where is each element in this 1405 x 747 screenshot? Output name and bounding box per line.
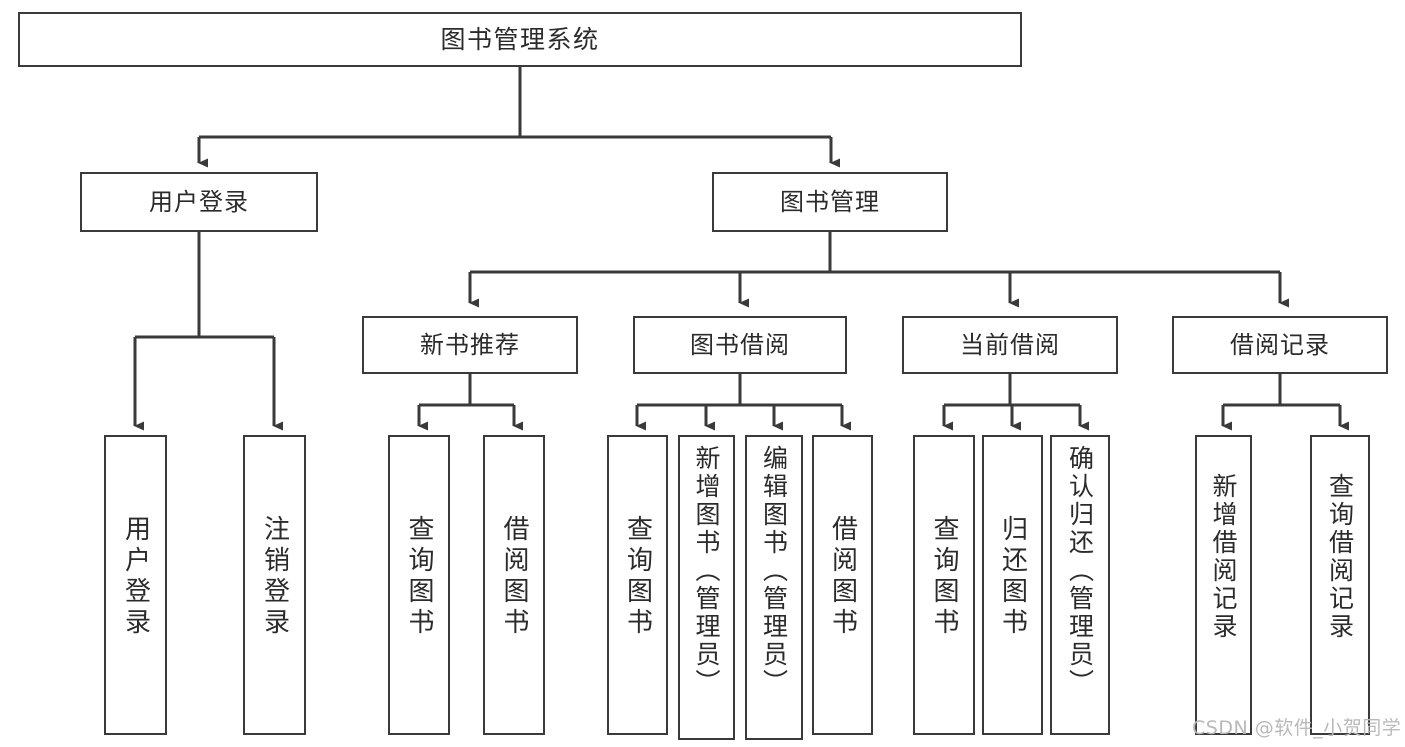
node-label: 用户登录 — [149, 187, 249, 216]
leaf-add-book[interactable]: 新增图书（管理员） — [678, 435, 735, 740]
leaf-borrow-book-recommend[interactable]: 借阅图书 — [483, 435, 545, 735]
leaf-return-book[interactable]: 归还图书 — [982, 435, 1043, 735]
node-root-system[interactable]: 图书管理系统 — [18, 12, 1022, 67]
leaf-query-book-current[interactable]: 查询图书 — [913, 435, 975, 735]
leaf-edit-book[interactable]: 编辑图书（管理员） — [745, 435, 803, 740]
node-label: 新增借阅记录 — [1209, 473, 1238, 641]
node-new-book-recommend[interactable]: 新书推荐 — [362, 316, 578, 374]
node-label: 借阅图书 — [499, 515, 529, 639]
node-book-borrow[interactable]: 图书借阅 — [633, 316, 847, 374]
leaf-borrow-book[interactable]: 借阅图书 — [812, 435, 873, 735]
node-borrow-record[interactable]: 借阅记录 — [1172, 316, 1388, 374]
leaf-query-borrow-record[interactable]: 查询借阅记录 — [1310, 435, 1370, 735]
node-label: 图书管理 — [780, 187, 880, 216]
node-label: 查询借阅记录 — [1325, 473, 1355, 641]
node-label: 编辑图书（管理员） — [759, 445, 789, 697]
node-label: 当前借阅 — [960, 330, 1060, 359]
node-label: 归还图书 — [997, 515, 1028, 639]
node-label: 图书管理系统 — [440, 24, 600, 54]
node-current-borrow[interactable]: 当前借阅 — [902, 316, 1118, 374]
node-user-login[interactable]: 用户登录 — [80, 172, 318, 232]
leaf-query-book-recommend[interactable]: 查询图书 — [388, 435, 450, 735]
leaf-logout-login[interactable]: 注销登录 — [243, 435, 306, 735]
leaf-add-borrow-record[interactable]: 新增借阅记录 — [1195, 435, 1252, 735]
leaf-confirm-return[interactable]: 确认归还（管理员） — [1050, 435, 1110, 735]
node-label: 借阅记录 — [1230, 330, 1330, 359]
node-book-management[interactable]: 图书管理 — [712, 172, 948, 232]
node-label: 查询图书 — [929, 515, 959, 639]
node-label: 注销登录 — [259, 515, 290, 639]
node-label: 新书推荐 — [420, 330, 520, 359]
node-label: 查询图书 — [404, 515, 434, 639]
node-label: 借阅图书 — [827, 515, 858, 639]
leaf-query-book-borrow[interactable]: 查询图书 — [607, 435, 668, 735]
leaf-user-login[interactable]: 用户登录 — [104, 435, 167, 735]
node-label: 用户登录 — [120, 515, 151, 639]
watermark-text: CSDN @软件_小贺同学 — [1192, 717, 1402, 739]
node-label: 查询图书 — [622, 515, 653, 639]
node-label: 新增图书（管理员） — [692, 445, 721, 697]
node-label: 确认归还（管理员） — [1065, 445, 1095, 697]
node-label: 图书借阅 — [690, 330, 790, 359]
